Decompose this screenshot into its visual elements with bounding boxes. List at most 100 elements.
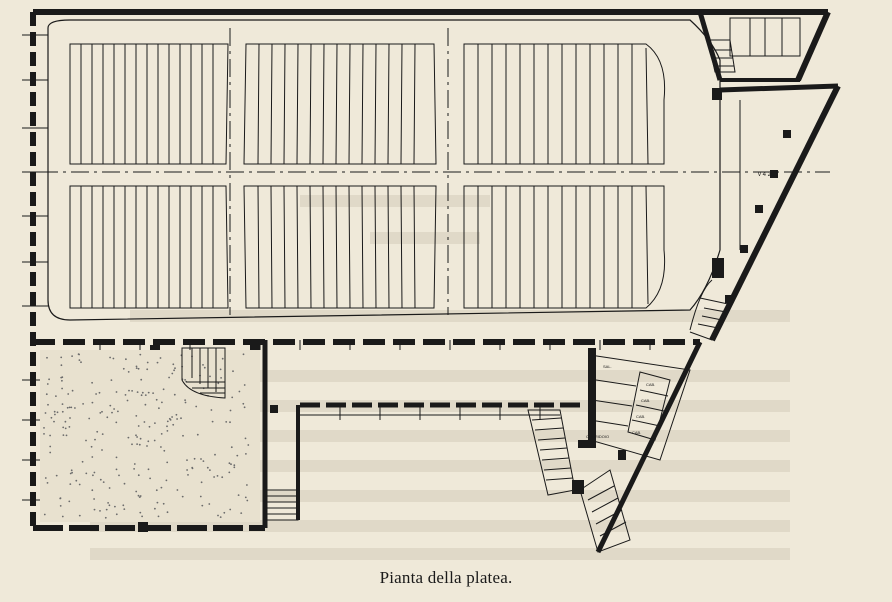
- stipple-dot: [230, 446, 233, 449]
- stipple-dot: [184, 399, 187, 401]
- stipple-dot: [136, 436, 139, 438]
- stipple-dot: [45, 393, 48, 396]
- stipple-dot: [115, 391, 118, 393]
- stipple-dot: [80, 361, 82, 364]
- stipple-dot: [223, 511, 226, 514]
- stipple-dot: [160, 446, 162, 448]
- stipple-dot: [186, 469, 189, 471]
- stipple-dot: [163, 449, 166, 452]
- stipple-dot: [144, 394, 147, 396]
- stipple-dot: [147, 440, 150, 443]
- stipple-dot: [139, 511, 142, 514]
- stipple-dot: [78, 359, 81, 361]
- stipple-dot: [71, 471, 73, 474]
- seat-block-top-right: [463, 43, 666, 165]
- stipple-dot: [126, 399, 129, 402]
- stipple-dot: [61, 379, 63, 382]
- stipple-dot: [176, 418, 179, 420]
- stipple-dot: [232, 370, 234, 373]
- stipple-dot: [117, 410, 119, 413]
- stipple-dot: [106, 416, 109, 419]
- stipple-dot: [105, 508, 108, 511]
- stipple-dot: [225, 421, 228, 423]
- stipple-dot: [101, 433, 104, 435]
- stipple-dot: [138, 443, 141, 446]
- stipple-dot: [196, 433, 199, 436]
- stipple-dot: [122, 504, 125, 507]
- stipple-dot: [93, 508, 96, 511]
- stipple-dot: [166, 461, 169, 464]
- stipple-dot: [240, 512, 243, 514]
- stipple-dot: [96, 430, 99, 433]
- stipple-dot: [213, 476, 216, 478]
- stipple-dot: [154, 422, 156, 424]
- stipple-dot: [78, 483, 81, 486]
- stipple-dot: [133, 468, 136, 470]
- seat-block-bottom-middle: [243, 185, 437, 309]
- stipple-dot: [242, 402, 245, 405]
- stipple-dot: [64, 427, 67, 430]
- stipple-dot: [91, 489, 94, 492]
- stipple-dot: [217, 382, 220, 385]
- stipple-dot: [172, 363, 175, 366]
- wall-ticks: [22, 34, 651, 501]
- stipple-dot: [48, 378, 50, 381]
- stipple-dot: [102, 481, 105, 483]
- stipple-dot: [171, 416, 174, 418]
- stipple-dot: [211, 420, 214, 423]
- stipple-dot: [123, 482, 126, 485]
- stipple-dot: [180, 417, 182, 420]
- stipple-dot: [244, 496, 247, 499]
- stipple-dot: [147, 468, 150, 471]
- stipple-dot: [109, 356, 111, 359]
- stipple-dot: [135, 434, 137, 437]
- stipple-dot: [233, 464, 236, 467]
- stipple-dot: [64, 420, 67, 423]
- stipple-dot: [71, 389, 74, 392]
- room-label: CAB.: [636, 414, 645, 419]
- stipple-dot: [160, 433, 163, 435]
- stipple-dot: [247, 444, 250, 446]
- stipple-dot: [107, 502, 109, 504]
- stipple-dot: [141, 391, 144, 394]
- stipple-dot: [131, 390, 134, 392]
- stipple-dot: [176, 489, 179, 491]
- stipple-dot: [69, 483, 72, 485]
- stipple-dot: [231, 396, 234, 399]
- stipple-dot: [43, 427, 45, 429]
- room-label: CORRIDOIO: [586, 434, 609, 439]
- stipple-dot: [44, 477, 47, 479]
- stipple-dot: [219, 516, 222, 518]
- stipple-dot: [245, 453, 247, 455]
- stipple-dot: [127, 371, 130, 373]
- stipple-dot: [61, 515, 64, 518]
- stipple-dot: [200, 481, 203, 484]
- stipple-dot: [146, 445, 148, 447]
- stipple-dot: [74, 407, 76, 409]
- stipple-dot: [242, 353, 245, 356]
- stipple-dot: [108, 504, 111, 507]
- stipple-dot: [228, 462, 231, 465]
- stipple-dot: [46, 383, 49, 385]
- stipple-dot: [46, 356, 48, 359]
- lobby-stipple: [40, 350, 260, 522]
- stipple-dot: [144, 403, 147, 406]
- stipple-dot: [200, 458, 202, 460]
- stipple-dot: [68, 500, 71, 503]
- stipple-dot: [85, 472, 88, 475]
- stipple-dot: [115, 513, 118, 516]
- stipple-dot: [243, 406, 246, 409]
- stipple-dot: [101, 410, 103, 413]
- stipple-dot: [168, 376, 171, 379]
- stipple-dot: [202, 460, 205, 462]
- stipple-dot: [157, 515, 160, 518]
- stipple-dot: [237, 494, 240, 496]
- stipple-dot: [68, 406, 71, 409]
- stipple-dot: [81, 460, 84, 463]
- stipple-dot: [155, 398, 158, 401]
- stipple-dot: [112, 357, 115, 360]
- stipple-dot: [49, 445, 52, 448]
- stipple-dot: [166, 425, 168, 428]
- stipple-dot: [122, 367, 125, 370]
- room-label: SAL.: [603, 364, 612, 369]
